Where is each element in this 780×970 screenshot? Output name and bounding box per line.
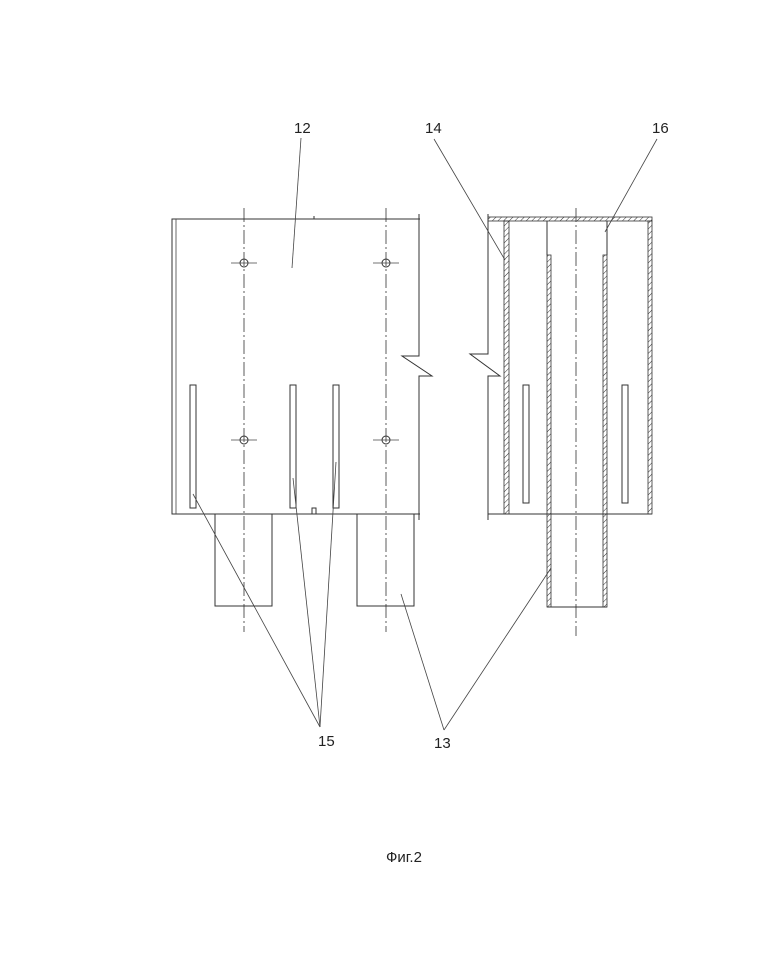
leader-15-a — [193, 494, 320, 727]
pipe-wall-left — [547, 255, 551, 607]
leader-13-a — [401, 594, 444, 730]
leader-14 — [434, 139, 505, 260]
slot-left-2 — [290, 385, 296, 508]
slot-left-1 — [190, 385, 196, 508]
slot-left-3 — [333, 385, 339, 508]
left-nozzle-1 — [215, 514, 272, 606]
outer-wall-14 — [504, 221, 509, 514]
slot-right-2 — [622, 385, 628, 503]
left-nozzle-2 — [357, 514, 414, 606]
label-12: 12 — [294, 120, 311, 137]
label-13: 13 — [434, 735, 451, 752]
right-break-line — [470, 214, 500, 520]
leader-15-b — [293, 478, 320, 727]
leader-13-b — [444, 568, 551, 730]
leader-12 — [292, 138, 301, 268]
left-break-line — [402, 214, 432, 520]
pipe-wall-right — [603, 255, 607, 607]
right-outer-wall — [648, 221, 652, 514]
right-top-plate — [488, 217, 652, 221]
right-view — [470, 208, 652, 636]
left-view — [172, 208, 432, 632]
leader-15-c — [320, 462, 336, 727]
label-15: 15 — [318, 733, 335, 750]
left-bottom-notch — [312, 508, 316, 514]
label-16: 16 — [652, 120, 669, 137]
label-14: 14 — [425, 120, 442, 137]
figure-caption: Фиг.2 — [386, 849, 422, 866]
slot-right-1 — [523, 385, 529, 503]
leader-lines — [193, 138, 657, 730]
